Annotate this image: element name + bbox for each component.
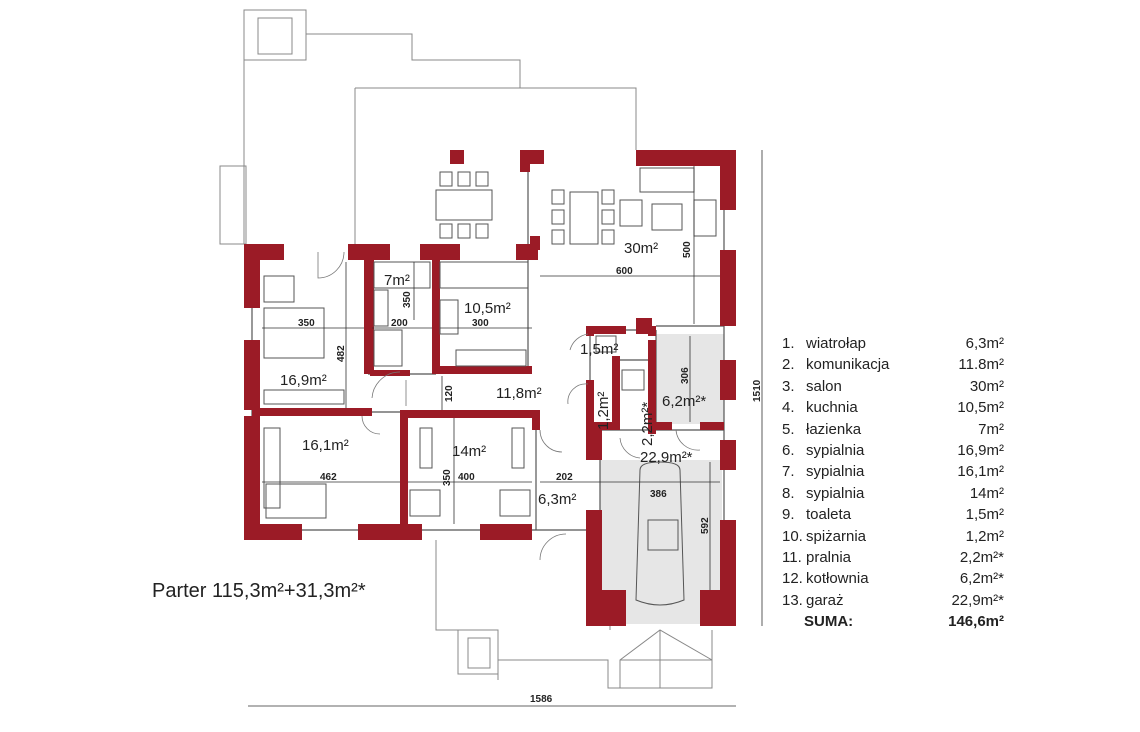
legend-row: 5. łazienka 7m²: [782, 419, 1004, 440]
legend-sum-row: SUMA: 146,6m²: [782, 611, 1004, 632]
legend-name: wiatrołap: [806, 335, 867, 352]
room-label-sypialnia-2: 16,1m²: [302, 437, 349, 454]
dim-label-350-bedroom: 350: [298, 318, 315, 329]
legend-row: 12.kotłownia 6,2m²*: [782, 568, 1004, 589]
room-label-sypialnia-3: 14m²: [452, 443, 486, 460]
legend-name: sypialnia: [806, 463, 865, 481]
door-swings: [317, 251, 701, 561]
room-label-kotlownia: 6,2m²*: [662, 393, 706, 410]
room-label-sypialnia-1: 16,9m²: [280, 372, 327, 389]
legend-num: 13.: [782, 591, 803, 609]
legend-row: 9. toaleta 1,5m²: [782, 504, 1004, 525]
legend-area: 6,2m²*: [959, 570, 1004, 588]
legend-area: 11.8m²: [958, 356, 1004, 374]
legend-name: kuchnia: [806, 399, 858, 417]
dim-label-300: 300: [472, 318, 489, 329]
room-label-lazienka: 7m²: [384, 272, 410, 289]
legend-row: 13.garaż 22,9m²*: [782, 590, 1004, 611]
legend-area: 2,2m²*: [959, 548, 1004, 566]
dim-label-400: 400: [458, 472, 475, 483]
dim-label-592: 592: [700, 517, 711, 534]
legend-row: 2. komunikacja 11.8m²: [782, 354, 1004, 375]
legend-area: 7m²: [978, 420, 1004, 438]
legend-row: 7. sypialnia 16,1m²: [782, 461, 1004, 482]
legend-name: spiżarnia: [806, 527, 867, 545]
legend-name: pralnia: [806, 548, 852, 566]
legend-name: kotłownia: [806, 570, 869, 588]
legend-num: 1.: [782, 335, 795, 352]
room-label-spizarnia: 1,2m²: [595, 392, 612, 430]
legend-area: 6,3m²: [965, 335, 1004, 352]
legend-num: 9.: [782, 506, 795, 524]
dim-label-350-bath: 350: [402, 291, 413, 308]
legend-row: 8. sypialnia 14m²: [782, 483, 1004, 504]
legend-name: salon: [806, 377, 842, 395]
legend-sum-label: SUMA:: [804, 613, 854, 631]
legend-num: 11.: [782, 548, 802, 566]
legend-area: 30m²: [969, 377, 1004, 395]
legend-name: sypialnia: [806, 441, 865, 459]
legend-area: 1,5m²: [965, 506, 1004, 524]
legend-area: 1,2m²: [965, 527, 1004, 545]
legend-num: 12.: [782, 570, 803, 588]
legend-row: 11.pralnia 2,2m²*: [782, 547, 1004, 568]
room-label-komunikacja: 11,8m²: [496, 385, 542, 402]
dim-label-1510: 1510: [752, 379, 763, 402]
room-label-salon: 30m²: [624, 240, 658, 257]
legend-row: 3. salon 30m²: [782, 376, 1004, 397]
legend-sum-value: 146,6m²: [948, 613, 1004, 631]
dim-label-1586: 1586: [530, 694, 553, 705]
legend-name: toaleta: [806, 506, 852, 524]
dim-label-306: 306: [680, 367, 691, 384]
dim-label-350-bedroom3: 350: [442, 469, 453, 486]
dim-label-600: 600: [616, 266, 633, 277]
room-label-garaz: 22,9m²*: [640, 449, 693, 466]
room-label-toaleta: 1,5m²: [580, 341, 618, 358]
legend-name: komunikacja: [806, 356, 890, 374]
legend-area: 16,1m²: [957, 463, 1004, 481]
floor-title: Parter 115,3m²+31,3m²*: [152, 580, 366, 602]
dim-label-202: 202: [556, 472, 573, 483]
legend-num: 5.: [782, 420, 795, 438]
legend-area: 16,9m²: [957, 441, 1004, 459]
exterior-walls: [244, 150, 736, 626]
legend-name: łazienka: [806, 420, 862, 438]
legend-num: 2.: [782, 356, 795, 374]
legend-num: 8.: [782, 484, 795, 502]
legend-num: 3.: [782, 377, 795, 395]
legend-name: garaż: [806, 591, 844, 609]
legend-num: 4.: [782, 399, 795, 417]
legend-row: 6. sypialnia 16,9m²: [782, 440, 1004, 461]
legend-row: 4. kuchnia 10,5m²: [782, 397, 1004, 418]
legend-area: 22,9m²*: [951, 591, 1004, 609]
legend-row: 10.spiżarnia 1,2m²: [782, 526, 1004, 547]
legend-num: 10.: [782, 527, 803, 545]
room-label-wiatrolap: 6,3m²: [538, 491, 576, 508]
dimension-lines: [248, 150, 763, 707]
dim-label-200: 200: [391, 318, 408, 329]
furniture: [263, 167, 717, 606]
dim-label-462: 462: [320, 472, 337, 483]
room-label-pralnia: 2,2m²*: [639, 402, 656, 446]
dim-label-500: 500: [682, 241, 693, 258]
area-legend: 1. wiatrołap 6,3m² 2. komunikacja 11.8m² 3. s…: [782, 333, 1004, 632]
legend-num: 6.: [782, 441, 795, 459]
dim-label-482: 482: [336, 345, 347, 362]
room-label-kuchnia: 10,5m²: [464, 300, 511, 317]
legend-area: 14m²: [969, 484, 1004, 502]
dim-label-386: 386: [650, 489, 667, 500]
dim-label-120: 120: [444, 385, 455, 402]
legend-num: 7.: [782, 463, 795, 481]
legend-area: 10,5m²: [957, 399, 1004, 417]
legend-row: 1. wiatrołap 6,3m²: [782, 333, 1004, 354]
terrace-outlines: [219, 9, 713, 689]
legend-name: sypialnia: [806, 484, 865, 502]
